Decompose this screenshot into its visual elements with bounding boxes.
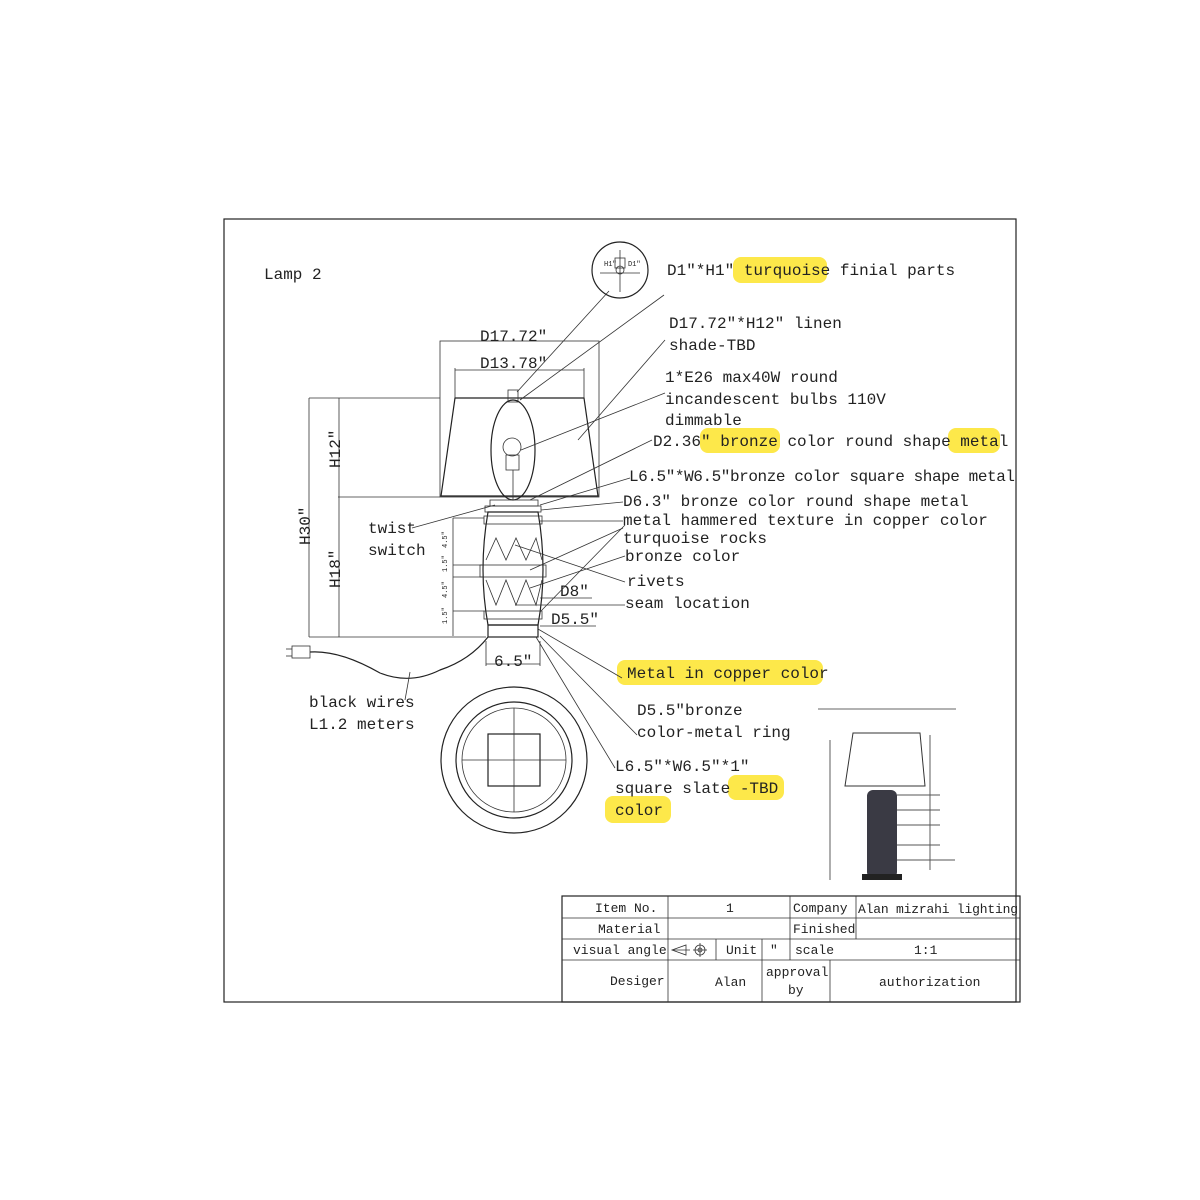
projection-symbol-icon <box>670 943 707 957</box>
label-text: 1.5″ <box>442 607 450 624</box>
callout-rocks: turquoise rocks <box>623 530 767 548</box>
callout-switch: twist <box>368 520 416 538</box>
label-text: Finished <box>793 922 855 937</box>
label-text: finial parts <box>840 262 955 280</box>
label-text: L1.2 meters <box>309 716 415 734</box>
callout-wires: black wires <box>309 694 415 712</box>
label-text: approval <box>766 965 829 980</box>
label-text: H12″ <box>327 430 345 468</box>
label-text: H30″ <box>297 507 315 545</box>
label-text: Material <box>598 922 661 937</box>
svg-text:square slate -TBD: square slate -TBD <box>615 780 778 798</box>
label-text: dimmable <box>665 412 742 430</box>
dim-ring-diameter: D5.5″ <box>551 611 599 629</box>
label-text: authorization <box>879 975 980 990</box>
label-text: ″ <box>770 943 778 958</box>
dim-shade-inner: D13.78″ <box>480 355 547 373</box>
callout-ring: D5.5″bronze <box>637 702 743 720</box>
harp-bulb <box>490 389 536 501</box>
label-text: Alan <box>715 975 746 990</box>
label-text: metal <box>960 433 1008 451</box>
label-text: 1.5″ <box>442 555 450 572</box>
dim-base-width: 6.5″ <box>494 653 532 671</box>
label-text: Unit <box>726 943 757 958</box>
label-text: incandescent bulbs 110V <box>665 391 886 409</box>
power-cord <box>286 636 489 679</box>
top-view <box>440 686 588 834</box>
label-text: 1 <box>726 901 734 916</box>
label-text: 4.5″ <box>442 531 450 548</box>
callout-slate: L6.5″*W6.5″*1″ <box>615 758 749 776</box>
callout-square-plate: L6.5″*W6.5″bronze color square shape met… <box>629 468 1015 486</box>
callout-rivets: rivets <box>627 573 685 591</box>
finial-detail: D1″ H1″ <box>591 241 649 299</box>
label-text: shade-TBD <box>669 337 755 355</box>
label-text: 1:1 <box>914 943 938 958</box>
drawing-title: Lamp 2 <box>264 266 322 284</box>
callout-cap: D2.36″ bronze color round shape metal <box>653 433 1008 451</box>
label-text: color-metal ring <box>637 724 791 742</box>
label-text: color <box>615 802 663 820</box>
callout-seam: seam location <box>625 595 750 613</box>
dim-body-diameter: D8″ <box>560 583 589 601</box>
dim-shade-outer: D17.72″ <box>480 328 547 346</box>
label-text: D1″ <box>628 261 641 269</box>
callout-hammered: metal hammered texture in copper color <box>623 512 988 530</box>
lamp-base: 6.5″ D8″ D5.5″ <box>479 499 599 671</box>
label-text: Company <box>793 901 848 916</box>
label-text: by <box>788 983 804 998</box>
label-text: visual angle <box>573 943 667 958</box>
height-dimensions: H12″ H30″ H18″ <box>297 397 486 638</box>
label-text: square slate <box>615 780 730 798</box>
leader-lines <box>404 290 666 769</box>
label-text: D1″*H1″ <box>667 262 734 280</box>
label-text: switch <box>368 542 426 560</box>
title-block: Item No. 1 Company Alan mizrahi lighting… <box>561 895 1021 1003</box>
callout-shade: D17.72″*H12″ linen <box>669 315 842 333</box>
drawing-frame <box>223 218 1017 1003</box>
label-text: bronze <box>720 433 778 451</box>
label-text: Item No. <box>595 901 657 916</box>
callout-bulb: 1*E26 max40W round <box>665 369 838 387</box>
callout-round-plate: D6.3″ bronze color round shape metal <box>623 493 969 511</box>
label-text: -TBD <box>740 780 778 798</box>
label-text: Desiger <box>610 974 665 989</box>
label-text: D2.36″ <box>653 433 711 451</box>
callout-bronze: bronze color <box>625 548 740 566</box>
label-text: Alan mizrahi lighting <box>858 902 1018 917</box>
side-dimension-ticks: 4.5″ 1.5″ 4.5″ 1.5″ <box>442 517 484 636</box>
label-text: turquoise <box>744 262 830 280</box>
label-text: H18″ <box>327 550 345 588</box>
highlights <box>605 257 1000 823</box>
label-text: 4.5″ <box>442 581 450 598</box>
label-text: scale <box>795 943 834 958</box>
lamp-shade: D17.72″ D13.78″ <box>439 328 600 498</box>
reference-photo-thumbnail <box>818 708 956 880</box>
label-text: H1″ <box>604 261 617 269</box>
callout-finial: D1″*H1″ turquoise finial parts <box>667 262 955 280</box>
callout-copper: Metal in copper color <box>627 665 829 683</box>
label-text: color round shape <box>787 433 950 451</box>
